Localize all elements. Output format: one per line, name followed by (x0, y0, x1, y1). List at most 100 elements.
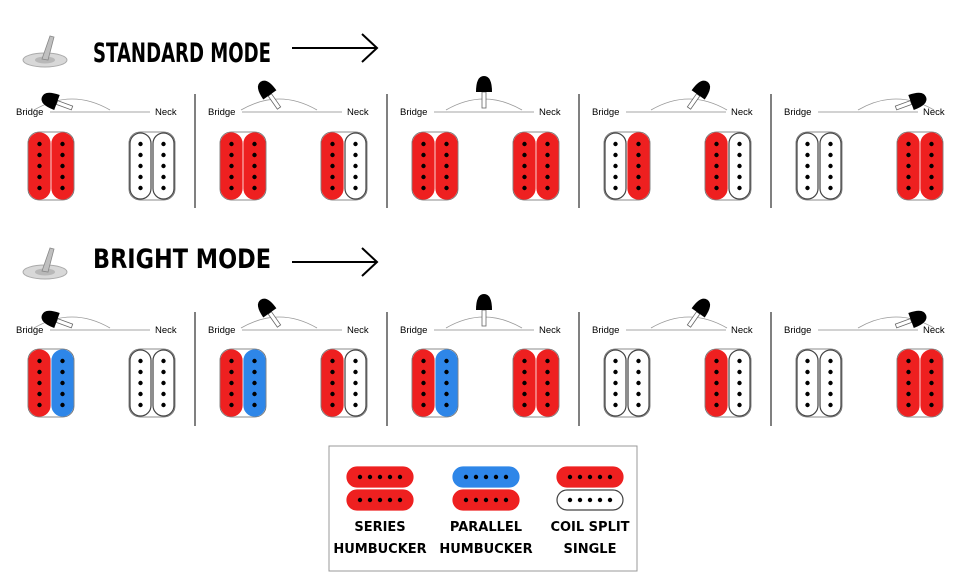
pole-piece (906, 174, 911, 180)
pole-piece (421, 174, 426, 180)
lever-shaft (55, 100, 74, 111)
switch-arc (857, 316, 935, 329)
pole-piece (330, 358, 335, 364)
bridge-pickup (27, 131, 75, 201)
pole-piece (421, 141, 426, 147)
toggle-switch-icon (650, 298, 728, 329)
pole-piece (714, 174, 719, 180)
lever-shaft (267, 311, 282, 328)
pole-piece (522, 402, 527, 408)
pole-piece (522, 152, 527, 158)
pole-piece (805, 380, 810, 386)
pole-piece (330, 369, 335, 375)
neck-label: Neck (539, 107, 561, 118)
pole-piece (714, 380, 719, 386)
pole-piece (545, 141, 550, 147)
pole-piece (493, 474, 499, 480)
pole-piece (636, 174, 641, 180)
pole-piece (330, 402, 335, 408)
pole-piece (929, 391, 934, 397)
pole-piece (421, 380, 426, 386)
pole-piece (444, 402, 449, 408)
pole-piece (577, 474, 583, 480)
pole-piece (397, 497, 403, 503)
pole-piece (613, 369, 618, 375)
pole-piece (330, 391, 335, 397)
pole-piece (353, 141, 358, 147)
pole-piece (906, 391, 911, 397)
pole-piece (353, 358, 358, 364)
pole-piece (567, 497, 573, 503)
pole-piece (929, 380, 934, 386)
pole-piece (138, 391, 143, 397)
lever-shaft (686, 93, 701, 110)
pole-piece (330, 141, 335, 147)
toggle-switch-icon (650, 80, 728, 111)
pole-piece (138, 174, 143, 180)
switch-arc (33, 98, 111, 111)
pole-piece (483, 497, 489, 503)
pole-piece (161, 163, 166, 169)
pole-piece (60, 163, 65, 169)
pole-piece (473, 474, 479, 480)
pole-piece (353, 163, 358, 169)
pole-piece (613, 402, 618, 408)
pole-piece (161, 380, 166, 386)
pole-piece (138, 141, 143, 147)
pole-piece (714, 152, 719, 158)
lever-shaft (686, 311, 701, 328)
pole-piece (805, 185, 810, 191)
pole-piece (138, 369, 143, 375)
bridge-pickup (219, 131, 267, 201)
neck-label: Neck (731, 325, 753, 336)
pole-piece (37, 402, 42, 408)
neck-label: Neck (347, 107, 369, 118)
pole-piece (613, 141, 618, 147)
pole-piece (545, 152, 550, 158)
toggle-switch-icon (33, 310, 111, 329)
pole-piece (252, 163, 257, 169)
pole-piece (597, 474, 603, 480)
pole-piece (567, 474, 573, 480)
pole-piece (252, 185, 257, 191)
pole-piece (636, 152, 641, 158)
pole-piece (473, 497, 479, 503)
pole-piece (545, 185, 550, 191)
bridge-pickup (219, 348, 267, 418)
pole-piece (828, 141, 833, 147)
neck-pickup (320, 348, 368, 418)
pole-piece (60, 141, 65, 147)
toggle-switch-graphic (22, 35, 68, 68)
lever-shaft (55, 318, 74, 329)
neck-label: Neck (155, 107, 177, 118)
neck-pickup (128, 348, 176, 418)
switch-lever (41, 310, 74, 329)
lever-shaft (894, 100, 913, 111)
pole-piece (161, 152, 166, 158)
switch-arc (33, 316, 111, 329)
pole-piece (545, 402, 550, 408)
pole-piece (229, 163, 234, 169)
switch-lever (894, 310, 927, 329)
pole-piece (906, 163, 911, 169)
pole-piece (463, 474, 469, 480)
pole-piece (37, 185, 42, 191)
pole-piece (229, 369, 234, 375)
switch-lever (686, 80, 711, 110)
toggle-switch-icon (240, 80, 318, 111)
pole-piece (805, 163, 810, 169)
pole-piece (929, 174, 934, 180)
switch-lever (686, 298, 711, 328)
toggle-switch-icon (33, 92, 111, 111)
pole-piece (597, 497, 603, 503)
pole-piece (828, 402, 833, 408)
pole-piece (828, 391, 833, 397)
switch-arc (650, 316, 728, 329)
switch-arc (857, 98, 935, 111)
pole-piece (805, 369, 810, 375)
pole-piece (636, 163, 641, 169)
